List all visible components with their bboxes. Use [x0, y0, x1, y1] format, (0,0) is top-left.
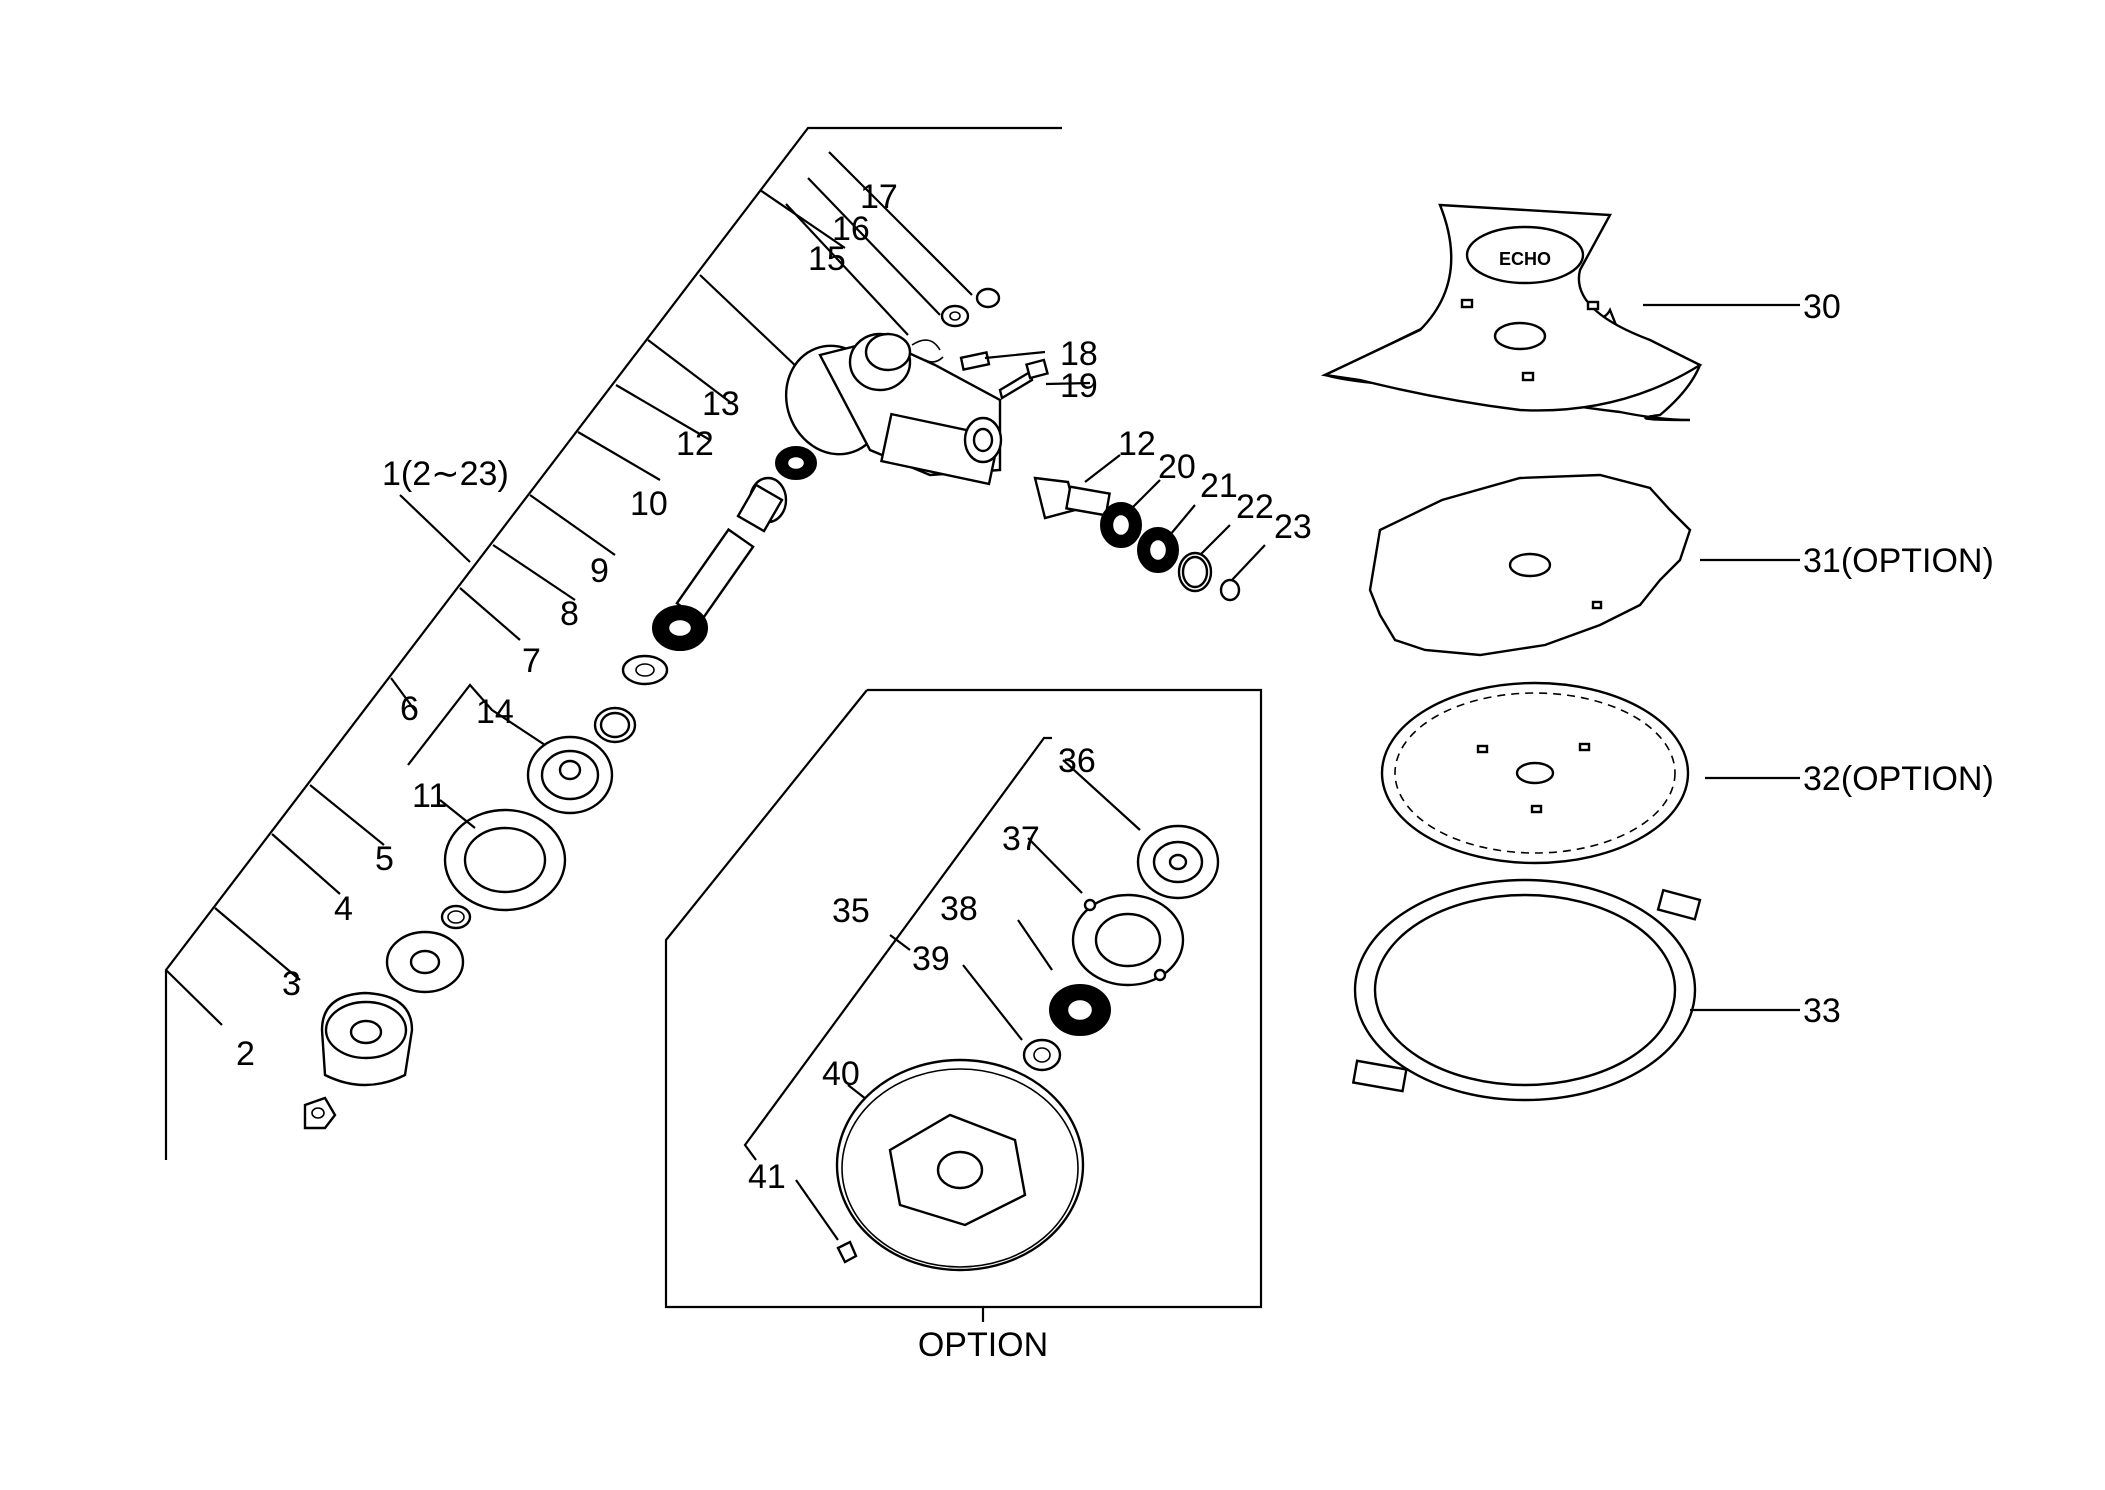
ring-5 — [440, 904, 472, 930]
option-label: OPTION — [918, 1326, 1048, 1364]
assembly-bracket — [164, 126, 1062, 1160]
label-37: 37 — [1002, 820, 1040, 858]
label-21: 21 — [1200, 467, 1238, 505]
label-12a: 12 — [676, 425, 714, 463]
label-18: 18 — [1060, 335, 1098, 373]
label-35: 35 — [832, 892, 870, 930]
label-36: 36 — [1058, 742, 1096, 780]
label-8: 8 — [560, 595, 579, 633]
lower-stack — [303, 683, 614, 1130]
shaft-stack — [593, 446, 817, 744]
output-parts — [1033, 454, 1266, 602]
option-box — [664, 688, 1263, 1322]
label-32: 32(OPTION) — [1803, 760, 1994, 798]
plate-8 — [621, 654, 669, 686]
label-4: 4 — [334, 890, 353, 928]
label-40: 40 — [822, 1055, 860, 1093]
screw-18 — [959, 351, 991, 371]
case-small-parts — [911, 287, 1091, 400]
label-6: 6 — [400, 690, 419, 728]
gear-case — [784, 332, 1003, 486]
label-30: 30 — [1803, 288, 1841, 326]
bolt-17 — [975, 287, 1001, 309]
label-13: 13 — [702, 385, 740, 423]
label-3: 3 — [282, 965, 301, 1003]
label-16: 16 — [832, 210, 870, 248]
label-10: 10 — [630, 485, 668, 523]
ring-23 — [1219, 578, 1241, 602]
label-22: 22 — [1236, 488, 1274, 526]
screw-19 — [998, 370, 1034, 400]
blade-31 — [1368, 473, 1800, 657]
option-parts — [835, 824, 1220, 1272]
label-14: 14 — [476, 693, 514, 731]
label-17: 17 — [860, 178, 898, 216]
label-5: 5 — [375, 840, 394, 878]
blade-32 — [1380, 681, 1800, 865]
label-39: 39 — [912, 940, 950, 978]
label-38: 38 — [940, 890, 978, 928]
label-9: 9 — [590, 552, 609, 590]
label-20: 20 — [1158, 448, 1196, 486]
blade-30: ECHO — [1320, 203, 1800, 422]
label-11: 11 — [412, 777, 447, 815]
label-15: 15 — [808, 240, 846, 278]
label-7: 7 — [522, 642, 541, 680]
label-23: 23 — [1274, 508, 1312, 546]
guard-33 — [1351, 878, 1800, 1102]
label-31: 31(OPTION) — [1803, 542, 1994, 580]
clip-15 — [911, 339, 944, 363]
collar-39 — [1022, 1038, 1062, 1072]
washer-16 — [940, 304, 970, 328]
label-41: 41 — [748, 1158, 786, 1196]
label-2: 2 — [236, 1035, 255, 1073]
label-19: 19 — [1060, 367, 1098, 405]
bolt-41 — [836, 1240, 858, 1264]
label-33: 33 — [1803, 992, 1841, 1030]
label-1: 1(2∼23) — [382, 455, 509, 493]
nut-2 — [303, 1096, 337, 1130]
label-12b: 12 — [1118, 425, 1156, 463]
callout-labels: 17 16 15 18 19 13 12 10 9 8 7 6 14 11 5 … — [236, 178, 1994, 1364]
blade-logo: ECHO — [1499, 249, 1551, 269]
